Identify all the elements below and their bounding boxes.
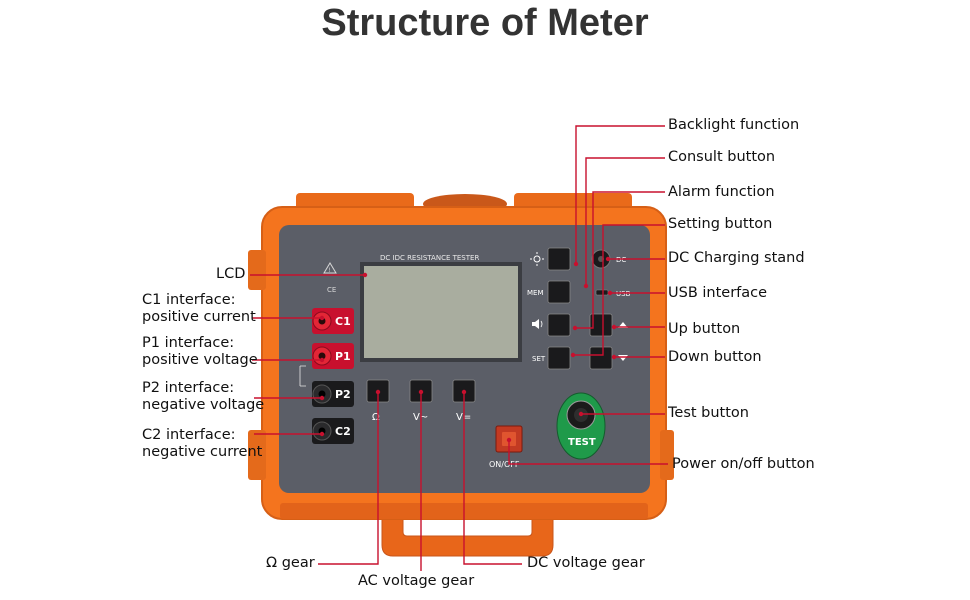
down-button[interactable] bbox=[590, 347, 612, 369]
label-c2-line2: negative current bbox=[142, 444, 262, 461]
mem-key-label: MEM bbox=[527, 289, 544, 297]
c1-terminal[interactable]: C1 bbox=[312, 308, 354, 334]
p2-terminal[interactable]: P2 bbox=[312, 381, 354, 407]
label-setting-button: Setting button bbox=[668, 216, 772, 233]
label-up-button: Up button bbox=[668, 321, 740, 338]
set-key-label: SET bbox=[532, 355, 546, 363]
label-dc-voltage-gear: DC voltage gear bbox=[527, 555, 645, 572]
label-c1-line2: positive current bbox=[142, 309, 256, 326]
ohm-key-label: Ω bbox=[372, 412, 380, 423]
label-down-button: Down button bbox=[668, 349, 762, 366]
label-c2-interface: C2 interface: negative current bbox=[142, 427, 262, 461]
label-c1-line1: C1 interface: bbox=[142, 292, 256, 309]
test-key-label: TEST bbox=[568, 437, 596, 448]
label-p2-interface: P2 interface: negative voltage bbox=[142, 380, 264, 414]
consult-button[interactable] bbox=[548, 281, 570, 303]
c2-terminal[interactable]: C2 bbox=[312, 418, 354, 444]
label-usb-interface: USB interface bbox=[668, 285, 767, 302]
device-header: DC IDC RESISTANCE TESTER bbox=[380, 254, 479, 262]
c2-terminal-label: C2 bbox=[335, 425, 351, 438]
label-lcd: LCD bbox=[216, 266, 245, 283]
usb-port-label: USB bbox=[616, 290, 631, 298]
label-dc-charging-stand: DC Charging stand bbox=[668, 250, 805, 267]
label-p2-line2: negative voltage bbox=[142, 397, 264, 414]
backlight-button[interactable] bbox=[548, 248, 570, 270]
lcd-screen bbox=[364, 266, 518, 358]
label-c1-interface: C1 interface: positive current bbox=[142, 292, 256, 326]
label-test-button: Test button bbox=[668, 405, 749, 422]
label-power-button: Power on/off button bbox=[672, 456, 815, 473]
label-consult-button: Consult button bbox=[668, 149, 775, 166]
p2-terminal-label: P2 bbox=[335, 388, 351, 401]
label-ohm-gear: Ω gear bbox=[266, 555, 315, 572]
usb-port[interactable] bbox=[596, 290, 608, 295]
label-p1-line2: positive voltage bbox=[142, 352, 258, 369]
test-button[interactable]: TEST bbox=[557, 393, 605, 459]
label-alarm-function: Alarm function bbox=[668, 184, 775, 201]
label-p1-interface: P1 interface: positive voltage bbox=[142, 335, 258, 369]
label-p1-line1: P1 interface: bbox=[142, 335, 258, 352]
p1-terminal[interactable]: P1 bbox=[312, 343, 354, 369]
dc-port-label: DC bbox=[616, 256, 626, 264]
label-backlight-function: Backlight function bbox=[668, 117, 799, 134]
ce-mark: CE bbox=[327, 286, 336, 294]
svg-text:!: ! bbox=[329, 267, 331, 274]
p1-terminal-label: P1 bbox=[335, 350, 351, 363]
label-p2-line1: P2 interface: bbox=[142, 380, 264, 397]
label-ac-voltage-gear: AC voltage gear bbox=[358, 573, 474, 590]
c1-terminal-label: C1 bbox=[335, 315, 351, 328]
setting-button[interactable] bbox=[548, 347, 570, 369]
label-c2-line1: C2 interface: bbox=[142, 427, 262, 444]
alarm-button[interactable] bbox=[548, 314, 570, 336]
